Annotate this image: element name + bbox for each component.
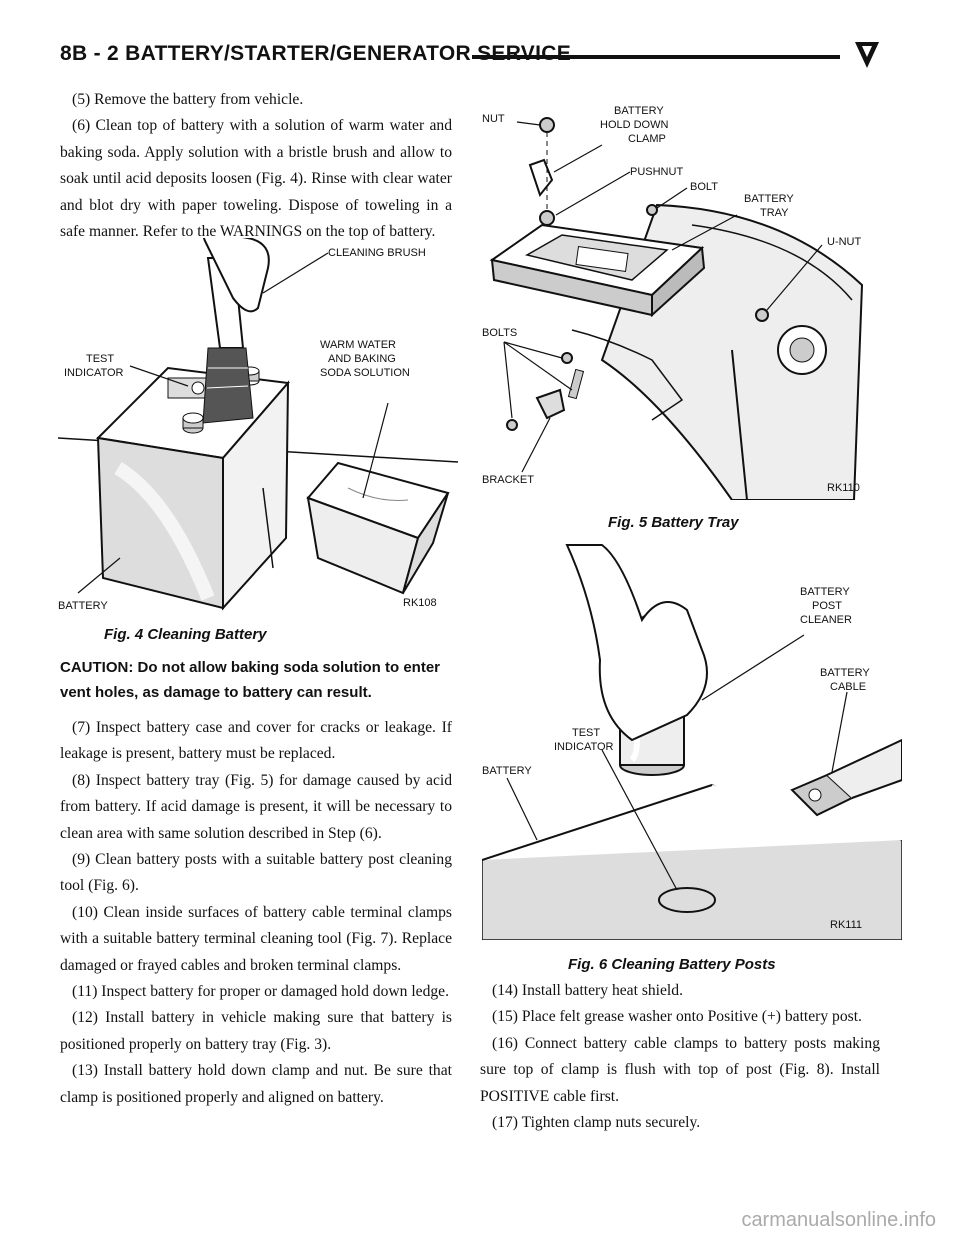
fig5-label-pushnut: PUSHNUT bbox=[630, 166, 683, 178]
fig5-caption: Fig. 5 Battery Tray bbox=[608, 514, 739, 531]
step-7: (7) Inspect battery case and cover for c… bbox=[60, 719, 452, 763]
fig5-code: RK110 bbox=[827, 482, 860, 494]
fig6-label-cable: CABLE bbox=[830, 681, 866, 693]
fig5-label-battery-tray: BATTERY bbox=[744, 193, 794, 205]
left-body-text: CAUTION: Do not allow baking soda soluti… bbox=[60, 655, 452, 1111]
fig4-label-test: TEST bbox=[86, 353, 114, 365]
step-17: (17) Tighten clamp nuts securely. bbox=[492, 1114, 701, 1132]
right-body-text: (14) Install battery heat shield. (15) P… bbox=[480, 978, 880, 1136]
step-9: (9) Clean battery posts with a suitable … bbox=[60, 851, 452, 895]
chrysler-pentastar-icon bbox=[855, 42, 879, 68]
fig6-label-battery-cable: BATTERY bbox=[820, 667, 870, 679]
page-title: 8B - 2 BATTERY/STARTER/GENERATOR SERVICE bbox=[60, 42, 572, 65]
step-15: (15) Place felt grease washer onto Posit… bbox=[492, 1008, 862, 1026]
step-13: (13) Install battery hold down clamp and… bbox=[60, 1062, 452, 1106]
fig5-label-unut: U-NUT bbox=[827, 236, 861, 248]
step-8: (8) Inspect battery tray (Fig. 5) for da… bbox=[60, 771, 452, 842]
fig6-caption: Fig. 6 Cleaning Battery Posts bbox=[568, 956, 776, 973]
fig5-label-hold-down: HOLD DOWN bbox=[600, 119, 669, 131]
fig4-code: RK108 bbox=[403, 597, 437, 609]
page-header: 8B - 2 BATTERY/STARTER/GENERATOR SERVICE bbox=[60, 38, 880, 78]
fig4-label-indicator: INDICATOR bbox=[64, 367, 124, 379]
fig6-label-cleaner: CLEANER bbox=[800, 614, 852, 626]
fig6-cleaning-posts-illustration: BATTERY POST CLEANER BATTERY CABLE TEST … bbox=[482, 544, 902, 940]
step-16: (16) Connect battery cable clamps to bat… bbox=[480, 1034, 880, 1105]
fig5-label-clamp: CLAMP bbox=[628, 133, 666, 145]
step-10: (10) Clean inside surfaces of battery ca… bbox=[60, 903, 452, 974]
fig4-label-warm: WARM WATER bbox=[320, 339, 396, 351]
step-5: (5) Remove the battery from vehicle. bbox=[72, 91, 304, 108]
header-rule bbox=[472, 55, 840, 59]
fig5-label-bolts: BOLTS bbox=[482, 327, 517, 339]
caution-note: CAUTION: Do not allow baking soda soluti… bbox=[60, 659, 440, 701]
fig5-label-battery: BATTERY bbox=[614, 105, 664, 117]
fig6-label-test: TEST bbox=[572, 727, 600, 739]
fig4-label-battery: BATTERY bbox=[58, 600, 108, 612]
fig6-label-battery: BATTERY bbox=[800, 586, 850, 598]
fig6-label-post: POST bbox=[812, 600, 842, 612]
fig4-caption: Fig. 4 Cleaning Battery bbox=[104, 626, 267, 643]
fig5-label-bracket: BRACKET bbox=[482, 474, 534, 486]
fig5-battery-tray-illustration: NUT BATTERY HOLD DOWN CLAMP PUSHNUT BOLT… bbox=[482, 105, 864, 500]
fig5-label-bolt: BOLT bbox=[690, 181, 718, 193]
fig4-label-baking: AND BAKING bbox=[328, 353, 396, 365]
fig4-label-brush: CLEANING BRUSH bbox=[328, 247, 426, 259]
fig6-label-indicator: INDICATOR bbox=[554, 741, 614, 753]
step-12: (12) Install battery in vehicle making s… bbox=[60, 1009, 452, 1053]
fig6-code: RK111 bbox=[830, 919, 862, 931]
fig4-cleaning-battery-illustration: CLEANING BRUSH TEST INDICATOR WARM WATER… bbox=[58, 238, 458, 612]
watermark: carmanualsonline.info bbox=[741, 1209, 936, 1231]
step-11: (11) Inspect battery for proper or damag… bbox=[72, 983, 450, 1001]
step-6: (6) Clean top of battery with a solution… bbox=[60, 117, 452, 241]
fig6-label-battery-main: BATTERY bbox=[482, 765, 532, 777]
fig5-label-nut: NUT bbox=[482, 113, 505, 125]
step-14: (14) Install battery heat shield. bbox=[492, 982, 683, 999]
fig4-label-soda: SODA SOLUTION bbox=[320, 367, 410, 379]
fig5-label-tray: TRAY bbox=[760, 207, 789, 219]
left-intro-text: (5) Remove the battery from vehicle. (6)… bbox=[60, 87, 452, 245]
